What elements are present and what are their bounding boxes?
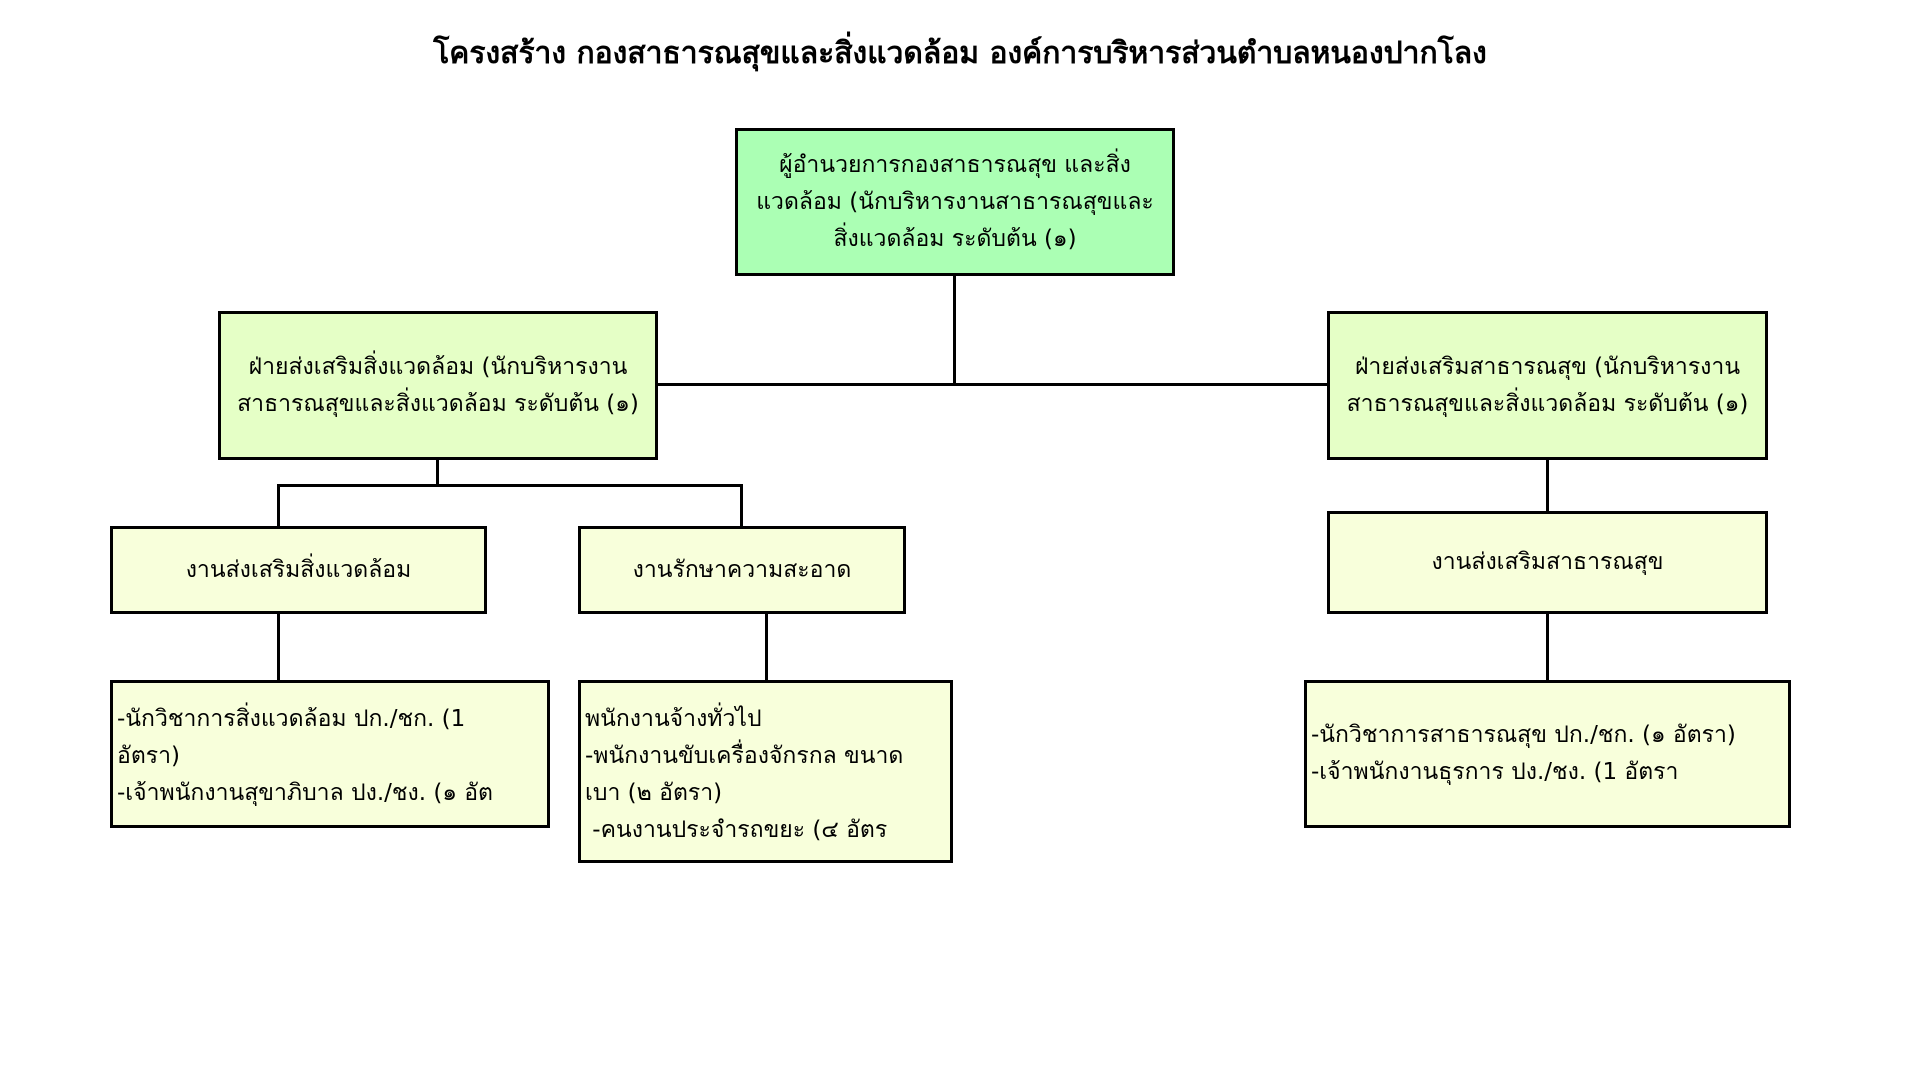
unit-box-cleanliness: งานรักษาความสะอาด — [578, 526, 906, 614]
staff-line: -นักวิชาการสาธารณสุข ปก./ชก. (๑ อัตรา) — [1311, 722, 1736, 748]
director-box: ผู้อำนวยการกองสาธารณสุข และสิ่งแวดล้อม (… — [735, 128, 1175, 276]
unit-label: งานส่งเสริมสาธารณสุข — [1431, 549, 1664, 575]
staff-line: เบา (๒ อัตรา) — [585, 780, 723, 806]
connector-line — [277, 484, 280, 527]
director-label: ผู้อำนวยการกองสาธารณสุข และสิ่งแวดล้อม (… — [756, 151, 1154, 252]
staff-box-health: -นักวิชาการสาธารณสุข ปก./ชก. (๑ อัตรา) -… — [1304, 680, 1791, 828]
division-box-public-health: ฝ่ายส่งเสริมสาธารณสุข (นักบริหารงานสาธาร… — [1327, 311, 1768, 460]
unit-box-health-promotion: งานส่งเสริมสาธารณสุข — [1327, 511, 1768, 614]
staff-line: -เจ้าพนักงานธุรการ ปง./ชง. (1 อัตรา — [1311, 759, 1679, 785]
connector-line — [765, 613, 768, 681]
staff-box-cleanliness: พนักงานจ้างทั่วไป -พนักงานขับเครื่องจักร… — [578, 680, 953, 863]
staff-box-environment: -นักวิชาการสิ่งแวดล้อม ปก./ชก. (1 อัตรา)… — [110, 680, 550, 828]
division-label: ฝ่ายส่งเสริมสิ่งแวดล้อม (นักบริหารงานสาธ… — [237, 353, 639, 417]
staff-line: พนักงานจ้างทั่วไป — [585, 706, 762, 732]
division-label: ฝ่ายส่งเสริมสาธารณสุข (นักบริหารงานสาธาร… — [1346, 353, 1749, 417]
connector-line — [953, 275, 956, 385]
connector-line — [1546, 613, 1549, 681]
unit-label: งานรักษาความสะอาด — [632, 556, 852, 583]
unit-box-environment-promotion: งานส่งเสริมสิ่งแวดล้อม — [110, 526, 487, 614]
connector-line — [1546, 459, 1549, 512]
staff-line: -พนักงานขับเครื่องจักรกล ขนาด — [585, 743, 904, 769]
connector-line — [277, 613, 280, 681]
staff-line: อัตรา) — [117, 743, 180, 769]
connector-line — [657, 383, 1327, 386]
staff-line: -นักวิชาการสิ่งแวดล้อม ปก./ชก. (1 — [117, 706, 466, 732]
connector-line — [740, 484, 743, 527]
unit-label: งานส่งเสริมสิ่งแวดล้อม — [185, 556, 412, 583]
chart-title: โครงสร้าง กองสาธารณสุขและสิ่งแวดล้อม องค… — [433, 36, 1487, 71]
staff-line: -คนงานประจำรถขยะ (๔ อัตร — [585, 817, 888, 843]
connector-line — [277, 484, 742, 487]
connector-line — [436, 459, 439, 486]
staff-line: -เจ้าพนักงานสุขาภิบาล ปง./ชง. (๑ อัต — [117, 780, 493, 806]
division-box-environment: ฝ่ายส่งเสริมสิ่งแวดล้อม (นักบริหารงานสาธ… — [218, 311, 658, 460]
